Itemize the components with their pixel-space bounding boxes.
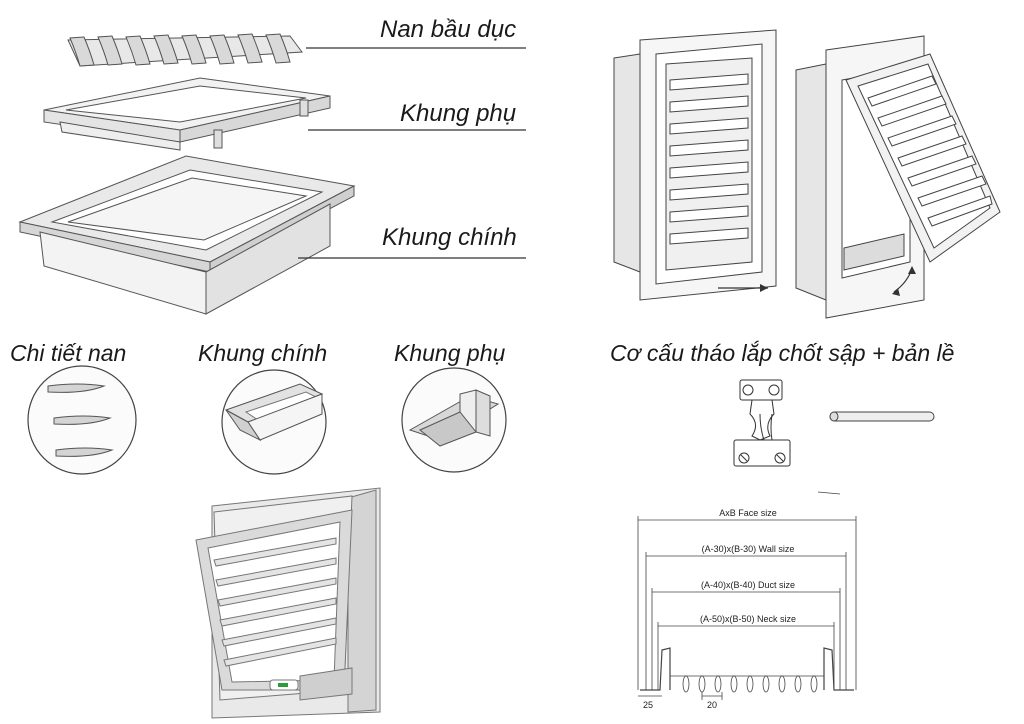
label-sub-frame: Khung phụ	[400, 100, 517, 127]
label-sub-frame-detail: Khung phụ	[394, 340, 506, 366]
dim-neck-size: (A-50)x(B-50) Neck size	[700, 614, 796, 624]
sub-frame-detail-circle	[401, 367, 507, 473]
label-oval-slats: Nan bầu dục	[380, 16, 517, 43]
oval-slats-drawing	[67, 33, 303, 67]
open-grille-render	[195, 487, 381, 719]
label-mechanism: Cơ cấu tháo lắp chốt sập + bản lề	[610, 340, 955, 366]
dim-duct-size: (A-40)x(B-40) Duct size	[701, 580, 795, 590]
dim-face-size: AxB Face size	[719, 508, 777, 518]
label-main-frame-detail: Khung chính	[198, 340, 328, 366]
dimension-drawing	[637, 491, 857, 700]
label-main-frame: Khung chính	[382, 224, 517, 251]
dim-slat-pitch: 20	[707, 700, 717, 710]
dim-wall-size: (A-30)x(B-30) Wall size	[702, 544, 795, 554]
label-slat-detail: Chi tiết nan	[10, 340, 127, 366]
open-grille-drawing	[795, 35, 1001, 319]
hinge-pin-drawing	[829, 411, 935, 422]
sub-frame-drawing	[43, 77, 331, 151]
hinge-latch-drawing	[733, 379, 791, 467]
dim-left-offset: 25	[643, 700, 653, 710]
main-frame-detail-circle	[221, 369, 327, 475]
closed-grille-drawing	[613, 29, 777, 301]
main-frame-drawing	[18, 155, 356, 315]
slat-detail-circle	[27, 365, 137, 475]
